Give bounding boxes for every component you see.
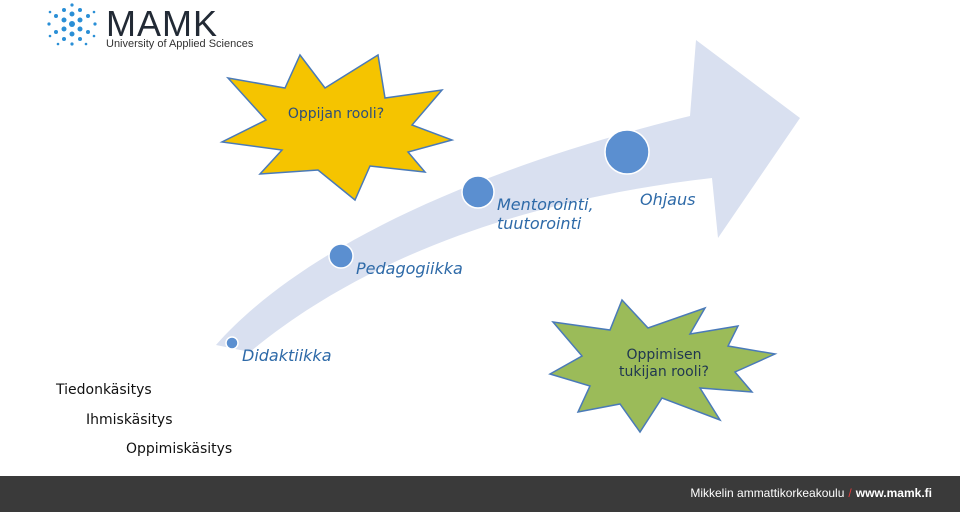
progression-arrow <box>216 40 800 352</box>
stage-label-mentorointi-line1: Mentorointi, <box>497 195 594 214</box>
stage-label-mentorointi-line2: tuutorointi <box>497 214 582 233</box>
stage-circle-pedagogiikka <box>328 243 354 269</box>
stage-label-pedagogiikka: Pedagogiikka <box>356 259 463 278</box>
supporter-role-line1: Oppimisen <box>626 347 702 363</box>
label-tiedonkasitys: Tiedonkäsitys <box>56 382 152 398</box>
footer-url-link[interactable]: www.mamk.fi <box>855 486 932 500</box>
stage-circle-didaktiikka <box>225 336 239 350</box>
footer-separator: / <box>848 486 852 500</box>
supporter-starburst <box>548 298 778 434</box>
stage-label-mentorointi: Mentorointi, tuutorointi <box>497 195 594 233</box>
logo-subtitle: University of Applied Sciences <box>106 38 254 50</box>
stage-circle-mentorointi <box>461 175 495 209</box>
supporter-role-line2: tukijan rooli? <box>619 364 709 380</box>
label-ihmiskasitys: Ihmiskäsitys <box>86 412 173 428</box>
logo-wordmark: MAMK <box>106 3 218 44</box>
footer-text: Mikkelin ammattikorkeakoulu/www.mamk.fi <box>690 486 932 500</box>
stage-circle-ohjaus <box>604 129 650 175</box>
learner-starburst <box>219 53 455 202</box>
label-oppimiskasitys: Oppimiskäsitys <box>126 441 233 457</box>
footer-school: Mikkelin ammattikorkeakoulu <box>690 486 845 500</box>
stage-label-ohjaus: Ohjaus <box>640 190 696 209</box>
learner-role-text: Oppijan rooli? <box>287 106 385 122</box>
supporter-role-text: Oppimisen tukijan rooli? <box>604 347 724 381</box>
logo-icon <box>47 3 97 46</box>
footer-bar <box>0 476 960 512</box>
stage-label-didaktiikka: Didaktiikka <box>242 346 332 365</box>
diagram-canvas <box>216 40 800 434</box>
